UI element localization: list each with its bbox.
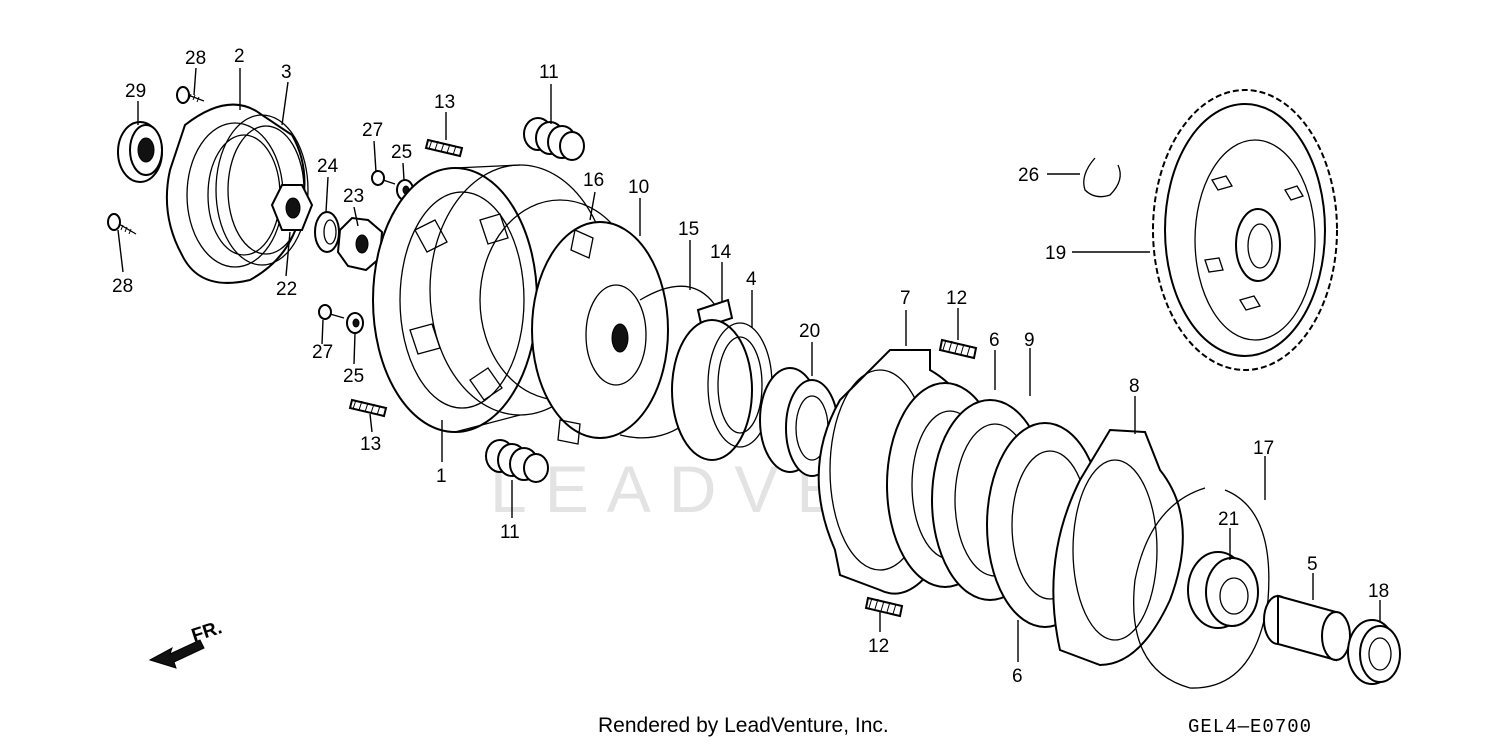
nut-part-22 xyxy=(270,184,314,231)
clutch-drum-part-1 xyxy=(372,164,611,433)
callout-12-bottom: 12 xyxy=(868,636,889,657)
washer-part-25-bottom xyxy=(346,312,364,334)
screw-part-28-bottom xyxy=(107,213,137,235)
needle-bearing-part-5 xyxy=(1263,594,1351,662)
drawing-code: GEL4—E0700 xyxy=(1188,716,1313,738)
callout-4: 4 xyxy=(746,269,757,290)
washer-part-24 xyxy=(314,211,340,253)
callout-27-bottom: 27 xyxy=(312,342,333,363)
callout-13-bottom: 13 xyxy=(360,434,381,455)
callout-27-top: 27 xyxy=(362,120,383,141)
callout-11-bottom: 11 xyxy=(500,522,520,543)
callout-6-top: 6 xyxy=(989,330,1000,351)
callout-7: 7 xyxy=(900,288,911,309)
front-marker-label: FR. xyxy=(189,617,225,646)
callout-22: 22 xyxy=(276,279,297,300)
callout-8: 8 xyxy=(1129,376,1140,397)
bolt-part-27-top xyxy=(371,170,396,186)
callout-28-bottom: 28 xyxy=(112,276,133,297)
gear-part-21 xyxy=(1187,551,1259,629)
callout-25-top: 25 xyxy=(391,142,412,163)
callout-19: 19 xyxy=(1045,243,1066,264)
spring-part-13-bottom xyxy=(348,398,388,418)
bearing-part-29 xyxy=(117,121,163,183)
callout-21: 21 xyxy=(1218,509,1239,530)
spring-part-11-top xyxy=(523,117,585,161)
oil-seal-part-18 xyxy=(1347,619,1401,685)
front-direction-arrow: FR. xyxy=(148,617,225,669)
lock-plate-part-23 xyxy=(336,216,384,272)
screw-part-28-top xyxy=(176,86,205,104)
spring-part-12-top xyxy=(938,338,978,360)
leader-lines xyxy=(117,67,1381,662)
spring-part-12-bottom xyxy=(864,596,904,618)
callout-3: 3 xyxy=(281,62,292,83)
callout-6-bottom: 6 xyxy=(1012,666,1023,687)
driven-gear-part-19 xyxy=(1152,89,1338,371)
retaining-clip-part-26 xyxy=(1083,157,1121,198)
callout-2: 2 xyxy=(234,46,245,67)
callout-16: 16 xyxy=(583,170,604,191)
callout-26: 26 xyxy=(1018,165,1039,186)
callout-14: 14 xyxy=(710,242,732,263)
callout-1: 1 xyxy=(436,466,447,487)
bolt-part-27-bottom xyxy=(318,304,345,320)
callout-23: 23 xyxy=(343,186,364,207)
callout-17: 17 xyxy=(1253,438,1274,459)
callout-11-top: 11 xyxy=(539,62,559,83)
callout-5: 5 xyxy=(1307,554,1318,575)
one-way-clutch-part-4 xyxy=(671,319,773,461)
callout-18: 18 xyxy=(1368,581,1389,602)
callout-9: 9 xyxy=(1024,330,1035,351)
callout-15: 15 xyxy=(678,219,699,240)
callout-10: 10 xyxy=(628,177,649,198)
footer-credit: Rendered by LeadVenture, Inc. xyxy=(598,714,889,737)
circlip-part-17 xyxy=(1133,487,1270,689)
callout-25-bottom: 25 xyxy=(343,366,364,387)
end-plate-part-8 xyxy=(1052,428,1184,667)
drive-plate-part-10 xyxy=(531,221,669,445)
callout-29: 29 xyxy=(125,81,146,102)
callout-12-top: 12 xyxy=(946,288,967,309)
spring-part-11-bottom xyxy=(485,439,549,483)
spring-part-13-top xyxy=(424,138,464,158)
callout-28-top: 28 xyxy=(185,48,206,69)
callout-20: 20 xyxy=(799,321,820,342)
callout-labels: 28 2 3 29 28 22 24 23 27 25 27 25 13 13 … xyxy=(112,46,1389,687)
callout-13-top: 13 xyxy=(434,92,455,113)
callout-24: 24 xyxy=(317,156,339,177)
